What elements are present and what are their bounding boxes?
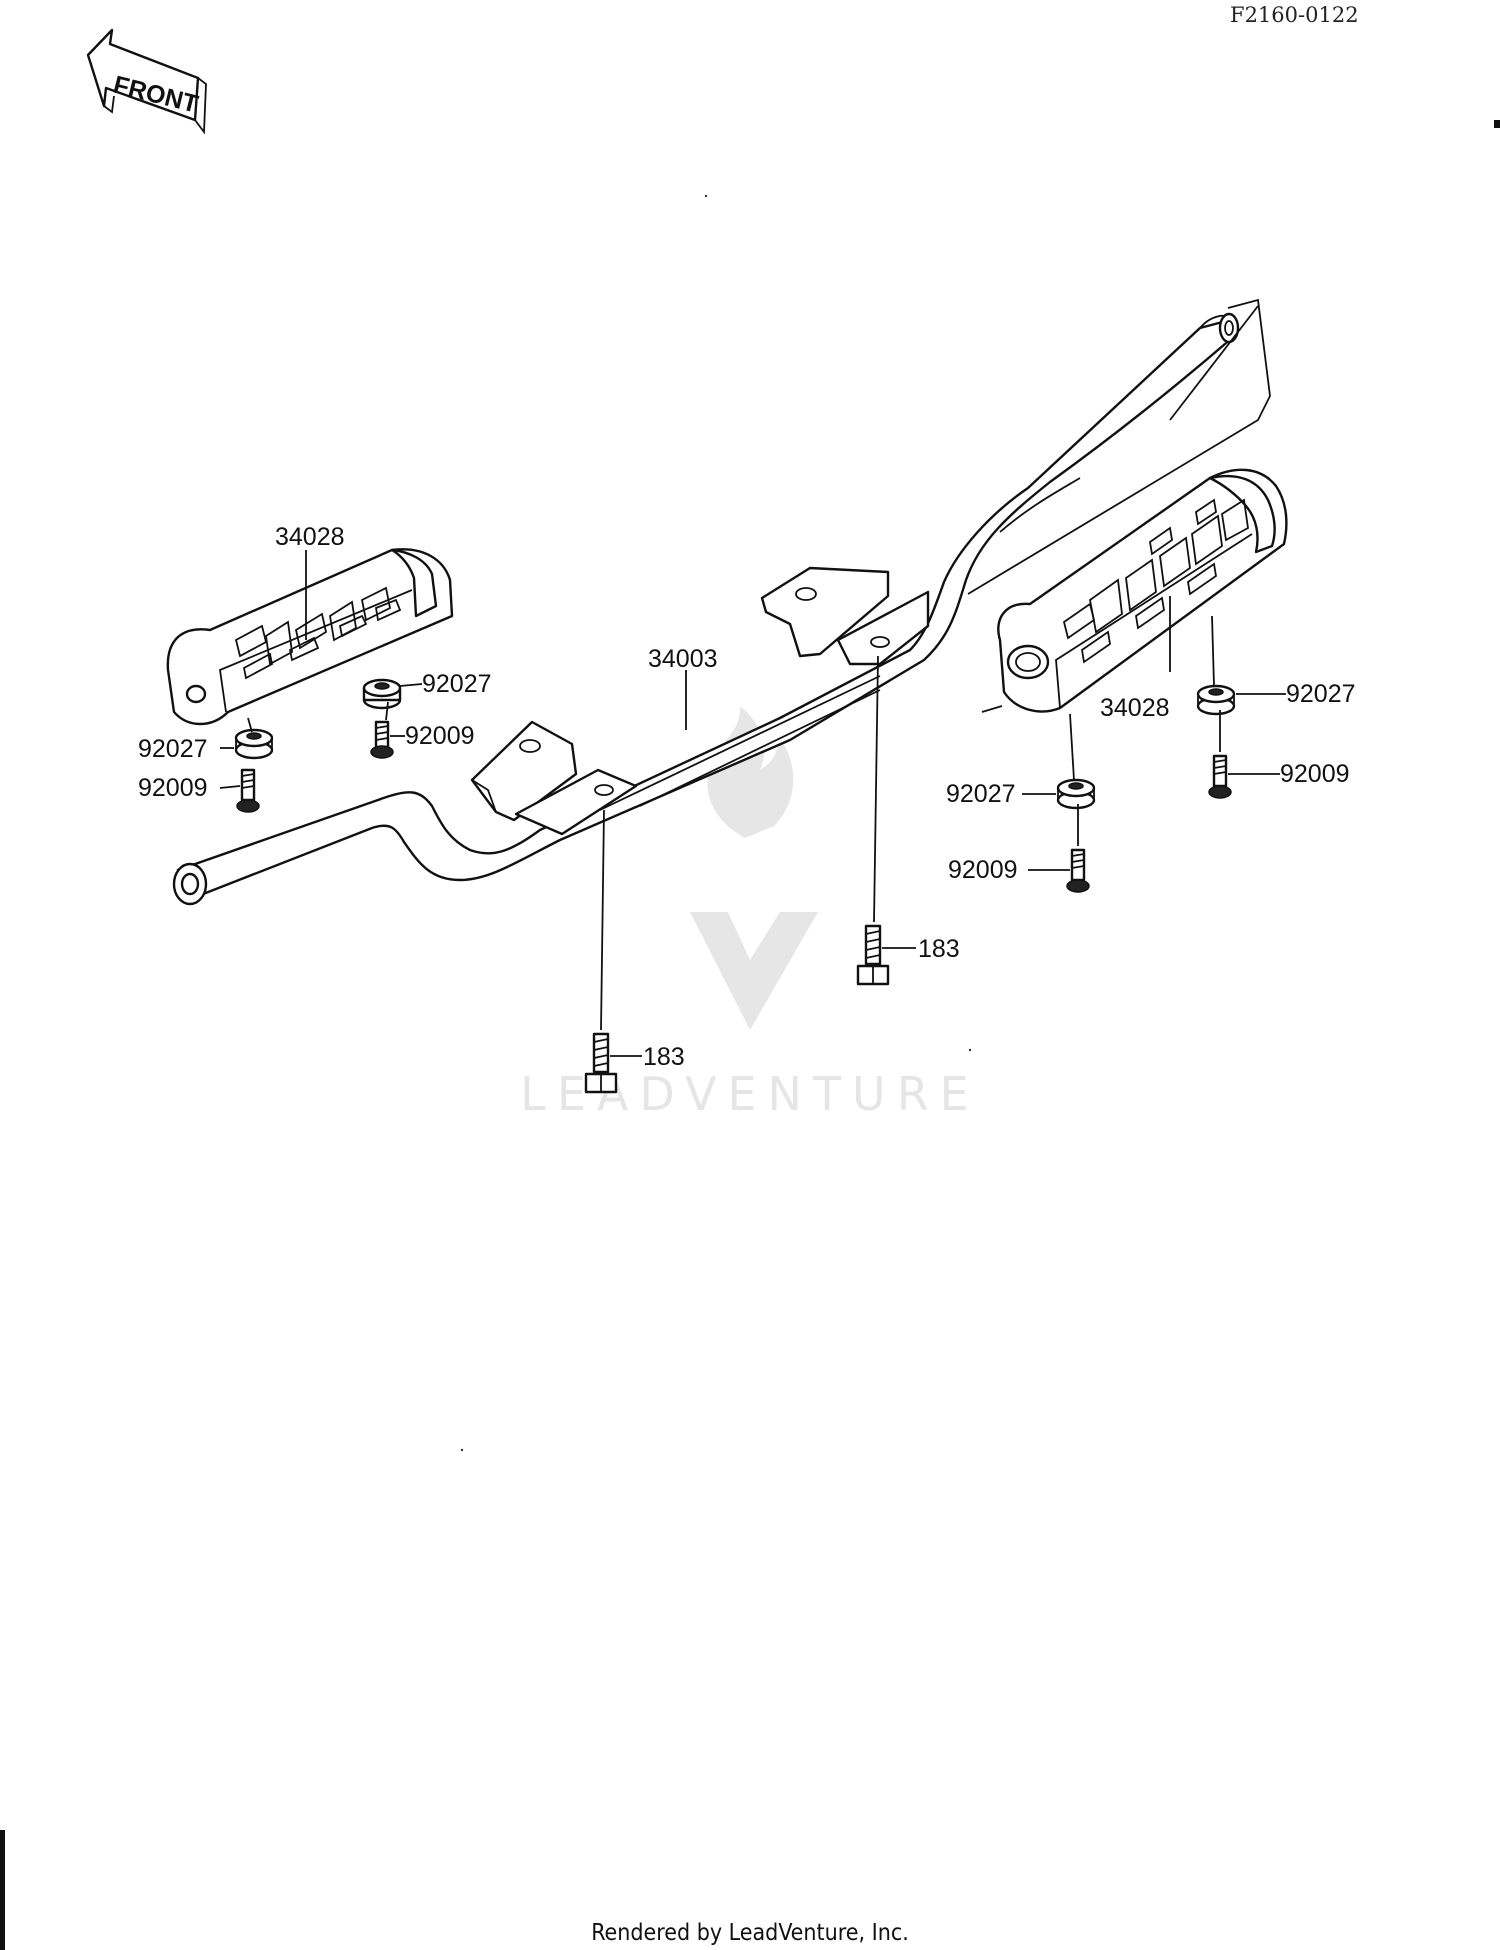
right-lower-bolt	[1066, 848, 1090, 893]
callout-right-upper-bolt: 92009	[1280, 760, 1350, 788]
reference-code: F2160-0122	[1230, 3, 1359, 27]
callout-right-footpeg: 34028	[1100, 694, 1170, 722]
front-arrow-icon: FRONT	[86, 28, 207, 135]
left-lower-damper	[234, 728, 274, 760]
leader-lines	[219, 550, 1286, 1057]
right-upper-bolt	[1208, 754, 1232, 799]
crossbar	[172, 312, 1240, 906]
footer-credit: Rendered by LeadVenture, Inc.	[591, 1920, 909, 1946]
edge-mark	[1494, 120, 1500, 128]
callout-crossbar: 34003	[648, 645, 718, 673]
right-lower-damper	[1056, 778, 1096, 810]
watermark: LEADVENTURE	[520, 706, 969, 1121]
right-upper-damper	[1196, 684, 1236, 716]
center-bolt-right	[856, 924, 890, 986]
left-footpeg	[166, 548, 454, 726]
callout-center-bolt-left: 183	[643, 1043, 685, 1071]
callout-left-footpeg: 34028	[275, 523, 345, 551]
callout-left-lower-damper: 92027	[138, 735, 208, 763]
callout-right-upper-damper: 92027	[1286, 680, 1356, 708]
left-upper-bolt	[370, 720, 394, 759]
callout-center-bolt-right: 183	[918, 935, 960, 963]
scan-edge	[0, 1830, 5, 1950]
callout-left-upper-damper: 92027	[422, 670, 492, 698]
right-footpeg	[997, 468, 1288, 713]
right-assembly-lines	[967, 298, 1271, 713]
center-bolt-left	[584, 1032, 618, 1094]
left-lower-bolt	[236, 768, 260, 813]
callout-right-lower-bolt: 92009	[948, 856, 1018, 884]
left-upper-damper	[362, 678, 402, 710]
callout-right-lower-damper: 92027	[946, 780, 1016, 808]
callout-left-lower-bolt: 92009	[138, 774, 208, 802]
callout-left-upper-bolt: 92009	[405, 722, 475, 750]
